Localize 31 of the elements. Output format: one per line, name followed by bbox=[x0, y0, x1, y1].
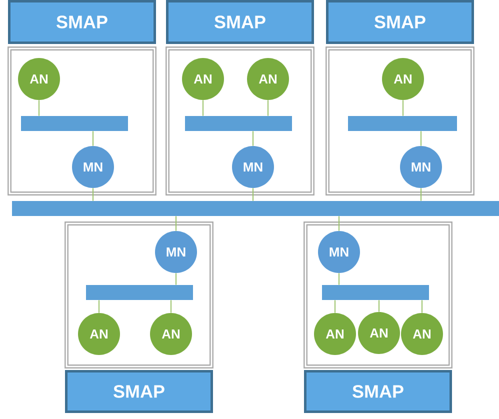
frame-box bbox=[166, 46, 314, 196]
connector-line bbox=[334, 300, 336, 314]
label-button: SMAP bbox=[8, 0, 156, 44]
connector-line bbox=[252, 130, 254, 146]
connector-line bbox=[252, 188, 254, 202]
bar bbox=[348, 116, 457, 131]
connector-line bbox=[202, 100, 204, 116]
bar bbox=[185, 116, 292, 131]
connector-line bbox=[420, 188, 422, 202]
frame-box bbox=[8, 46, 156, 196]
bar bbox=[21, 116, 128, 131]
frame-box bbox=[64, 222, 214, 368]
connector-line bbox=[338, 272, 340, 286]
label-button: SMAP bbox=[326, 0, 474, 44]
bar bbox=[12, 201, 499, 216]
bar bbox=[322, 285, 429, 300]
frame-box bbox=[326, 46, 474, 196]
connector-line bbox=[92, 188, 94, 202]
connector-line bbox=[338, 216, 340, 232]
bar bbox=[86, 285, 193, 300]
connector-line bbox=[420, 130, 422, 146]
connector-line bbox=[98, 300, 100, 314]
connector-line bbox=[38, 100, 40, 116]
connector-line bbox=[170, 300, 172, 314]
connector-line bbox=[402, 100, 404, 116]
connector-line bbox=[378, 300, 380, 312]
connector-line bbox=[92, 130, 94, 146]
label-button: SMAP bbox=[166, 0, 314, 44]
frame-box bbox=[304, 222, 452, 368]
label-button: SMAP bbox=[304, 370, 452, 413]
label-button: SMAP bbox=[65, 370, 213, 413]
